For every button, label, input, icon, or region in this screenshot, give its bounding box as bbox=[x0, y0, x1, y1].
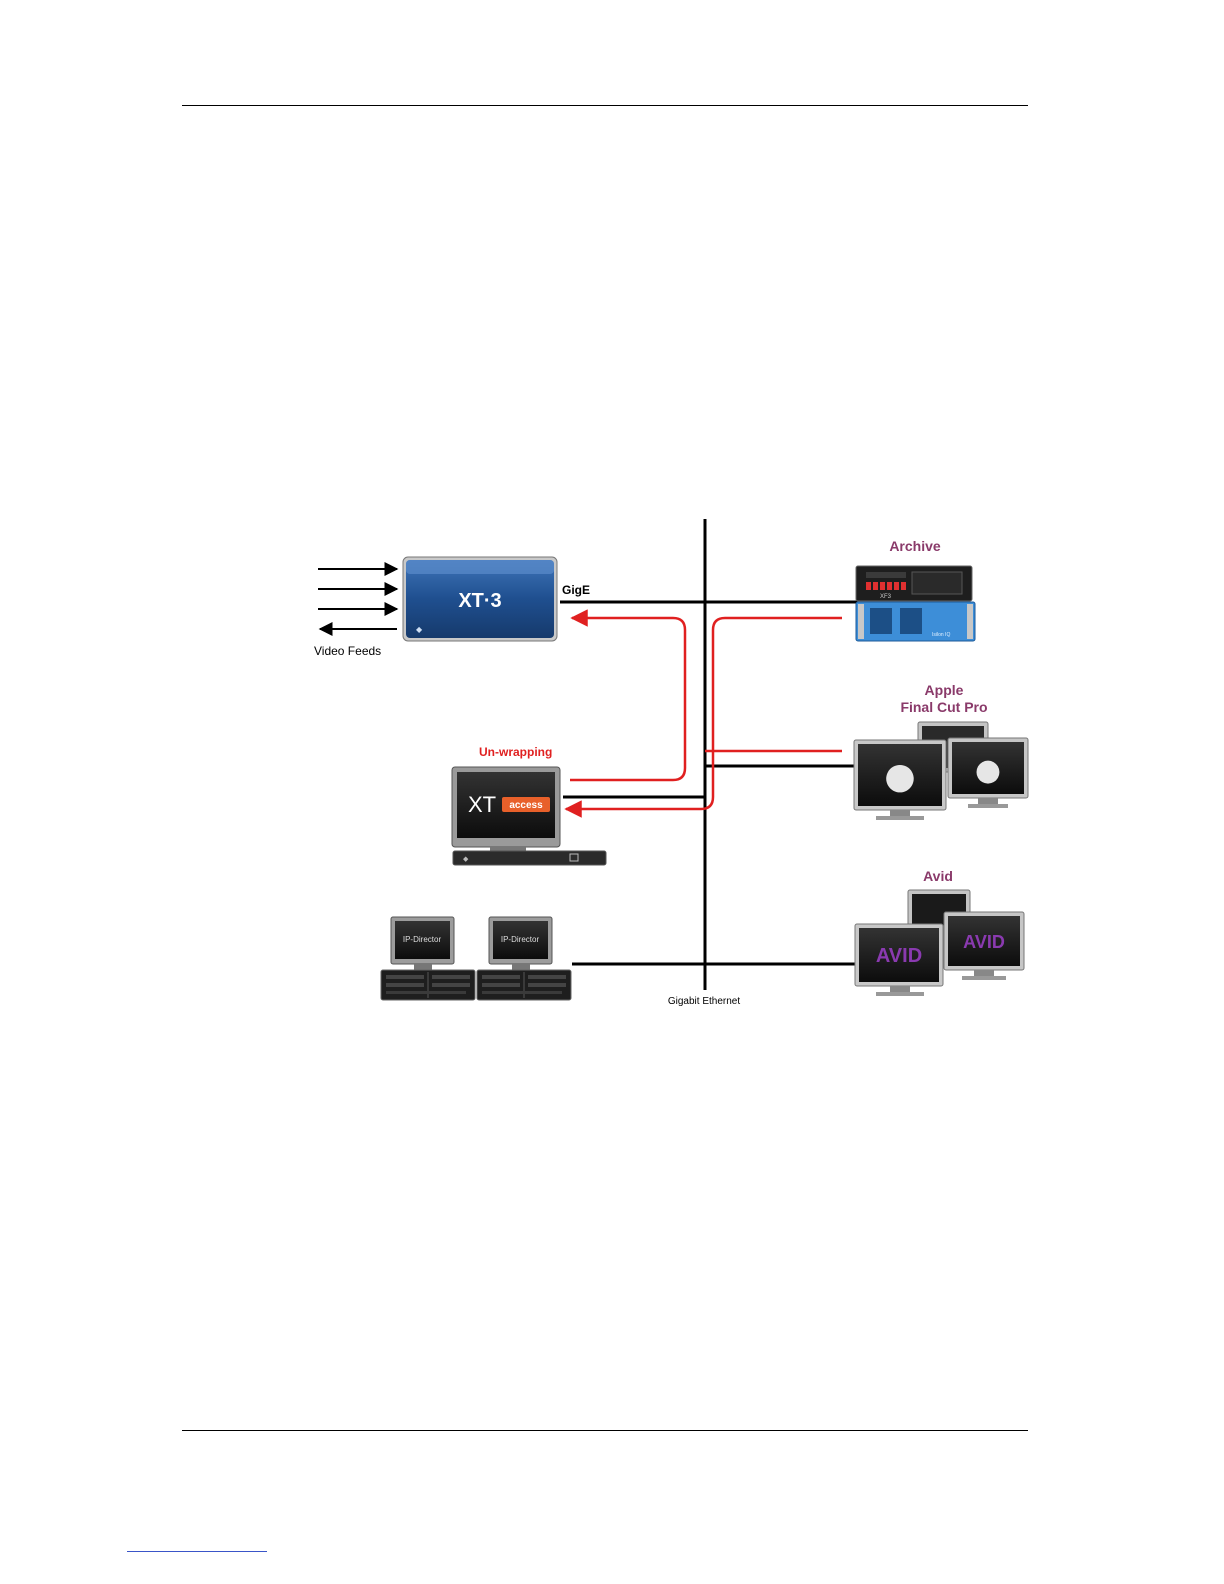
xt3-logo: XT·3 bbox=[458, 590, 501, 612]
archive-storage: XF3 Isilon IQ bbox=[856, 566, 975, 641]
gige-label: GigE bbox=[562, 583, 590, 597]
apple-workstations: ● ● bbox=[854, 722, 1028, 820]
avid-workstations: AVID AVID bbox=[855, 890, 1024, 996]
avid-logo: AVID bbox=[963, 932, 1005, 952]
ipdirector-station-1: IP-Director bbox=[381, 917, 475, 1000]
avid-logo: AVID bbox=[876, 945, 922, 967]
apple-label-line1: Apple bbox=[925, 682, 964, 698]
unwrapping-label: Un-wrapping bbox=[479, 745, 552, 759]
archive-brand-label: XF3 bbox=[880, 594, 892, 600]
apple-label-line2: Final Cut Pro bbox=[900, 699, 987, 715]
avid-label: Avid bbox=[923, 868, 953, 884]
ipdirector-screen-label: IP-Director bbox=[403, 935, 442, 944]
gigabit-ethernet-label: Gigabit Ethernet bbox=[668, 996, 740, 1007]
apple-logo-icon: ● bbox=[975, 753, 1001, 788]
xtaccess-workstation: XT access ◆ bbox=[452, 767, 606, 865]
video-feeds-label: Video Feeds bbox=[314, 644, 381, 658]
archive-lower-brand-label: Isilon IQ bbox=[932, 632, 950, 638]
flow-unwrap-to-xt3 bbox=[570, 618, 685, 780]
evs-logo-icon: ◆ bbox=[416, 625, 423, 634]
evs-logo-icon: ◆ bbox=[463, 856, 469, 863]
archive-label: Archive bbox=[889, 538, 941, 554]
xtaccess-badge: access bbox=[509, 800, 543, 811]
xtaccess-xt-logo: XT bbox=[468, 792, 496, 817]
apple-logo-icon: ● bbox=[884, 756, 915, 797]
xt3-server: XT·3 ◆ bbox=[403, 557, 557, 641]
ipdirector-station-2: IP-Director bbox=[477, 917, 571, 1000]
ipdirector-screen-label: IP-Director bbox=[501, 935, 540, 944]
